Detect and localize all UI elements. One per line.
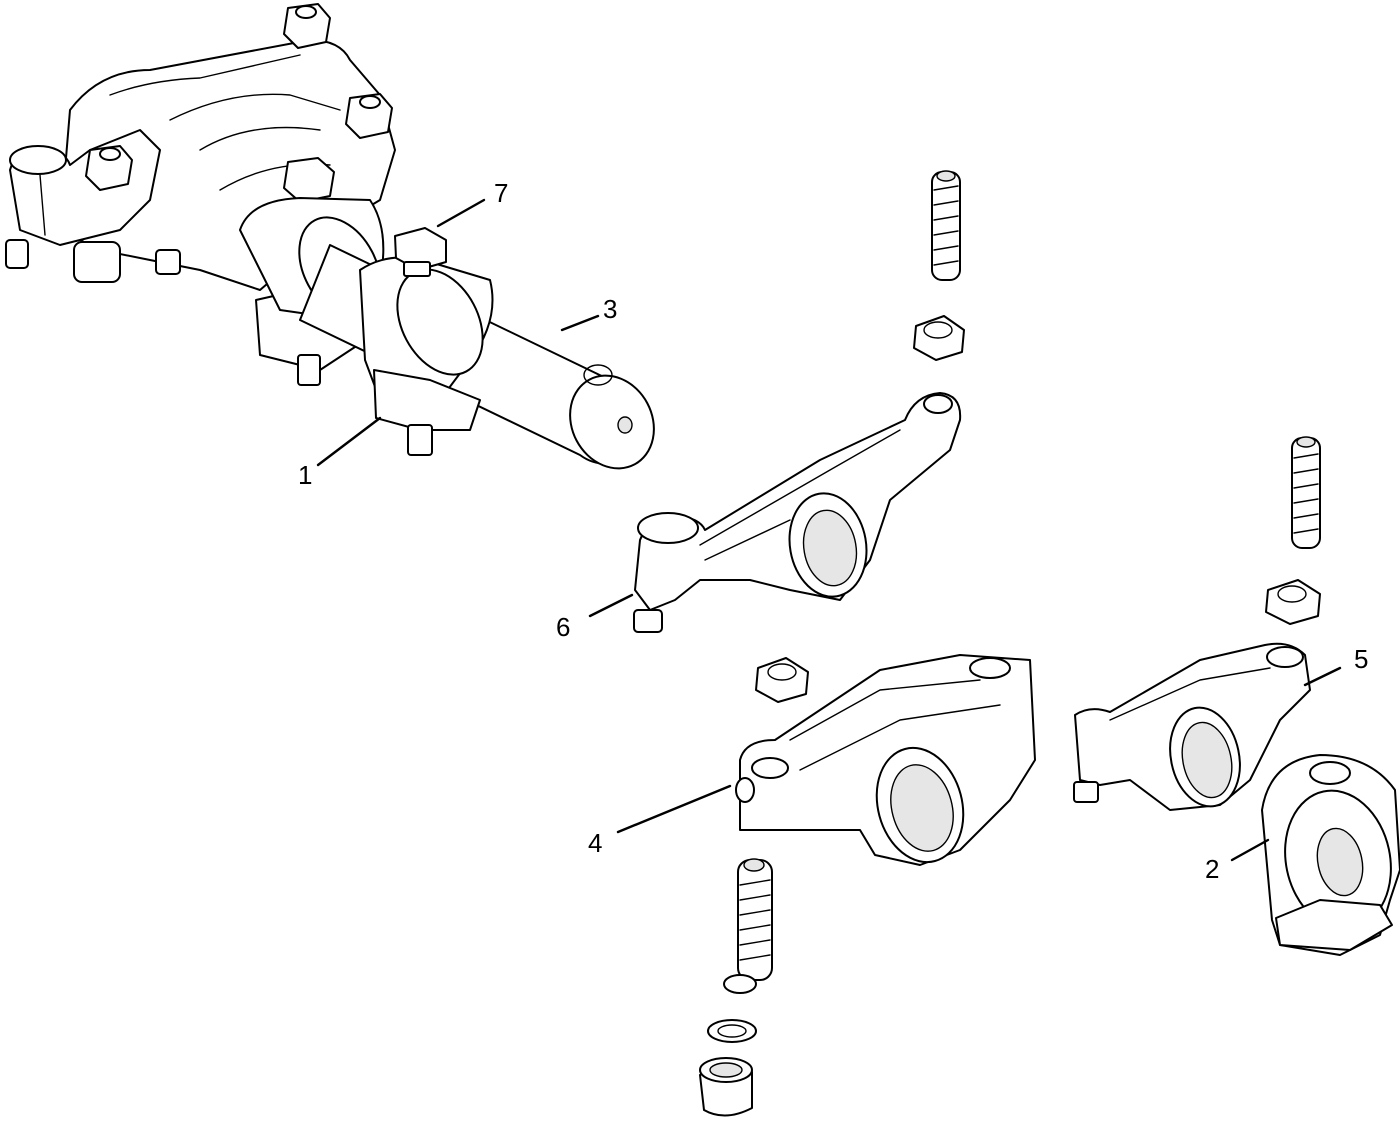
- stud-right: [1291, 436, 1321, 549]
- stud-lower: [723, 858, 773, 994]
- nut-upper: [913, 315, 965, 361]
- leader-7: [436, 198, 486, 228]
- callout-1: 1: [298, 460, 312, 490]
- leader-5: [1303, 666, 1342, 687]
- callout-5: 5: [1354, 644, 1368, 674]
- callout-2: 2: [1205, 854, 1219, 884]
- leader-1: [316, 416, 382, 467]
- nut-left: [755, 657, 809, 703]
- callout-6: 6: [556, 612, 570, 642]
- stud-upper: [931, 170, 961, 281]
- leader-4: [616, 784, 732, 834]
- callout-7: 7: [494, 178, 508, 208]
- rocker-arm-item-5: [1073, 642, 1311, 811]
- rocker-arm-item-4: [735, 654, 1036, 866]
- callout-labels: 1 2 3 4 5 6 7: [298, 178, 1368, 884]
- leader-2: [1230, 838, 1270, 862]
- support-bracket-item-2: [1261, 754, 1400, 956]
- callout-4: 4: [588, 828, 602, 858]
- sleeve: [699, 1057, 753, 1117]
- nut-right: [1265, 579, 1321, 625]
- callout-3: 3: [603, 294, 617, 324]
- washer: [707, 1019, 757, 1043]
- leader-6: [588, 593, 634, 618]
- rocker-arm-item-6: [633, 392, 962, 633]
- assembled-rocker-group: [5, 3, 655, 470]
- leader-3: [560, 314, 600, 332]
- leader-lines: [316, 198, 1342, 862]
